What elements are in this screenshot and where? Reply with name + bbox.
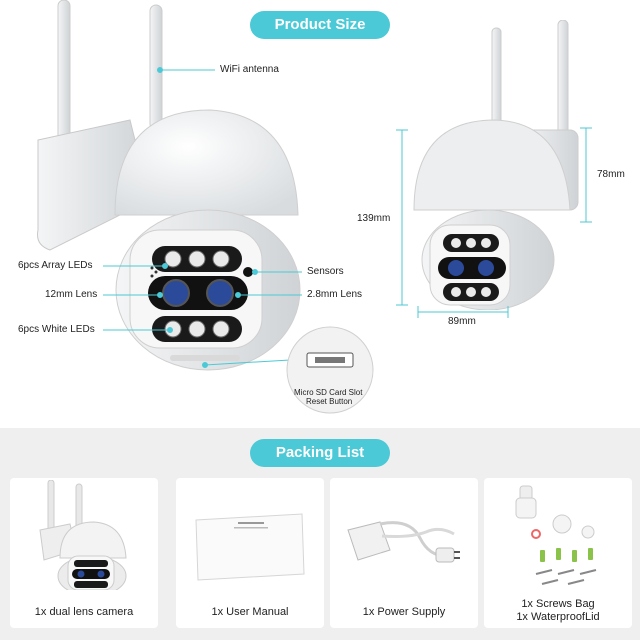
caption-camera: 1x dual lens camera (34, 606, 134, 618)
dimension-height: 139mm (357, 213, 391, 224)
label-reset-button: Reset Button (306, 397, 353, 406)
caption-manual: 1x User Manual (211, 606, 289, 618)
packing-item-camera: 1x dual lens camera (10, 478, 158, 628)
dimension-lines (396, 127, 592, 318)
label-sensors: Sensors (307, 266, 344, 277)
label-12mm-lens: 12mm Lens (45, 289, 98, 300)
product-size-title: Product Size (250, 11, 390, 39)
screws-lid-thumbnail (515, 485, 597, 585)
camera-thumbnail (39, 480, 127, 590)
sd-card-slot-inset (286, 326, 374, 414)
label-array-leds: 6pcs Array LEDs (18, 260, 93, 271)
power-supply-thumbnail (347, 521, 460, 563)
dimension-depth: 78mm (597, 169, 625, 180)
packing-item-power-supply: 1x Power Supply (330, 478, 478, 628)
packing-list-title: Packing List (250, 439, 390, 467)
manual-thumbnail (195, 513, 305, 581)
packing-item-manual: 1x User Manual (176, 478, 324, 628)
side-camera-illustration (413, 20, 579, 310)
caption-screws-bag: 1x Screws Bag (521, 598, 595, 610)
label-28mm-lens: 2.8mm Lens (307, 289, 363, 300)
label-sd-card: Micro SD Card Slot (294, 388, 363, 397)
label-wifi-antenna: WiFi antenna (220, 64, 279, 75)
dimension-width: 89mm (448, 316, 476, 327)
packing-item-screws-lid: 1x Screws Bag 1x WaterproofLid (484, 478, 632, 628)
caption-power-supply: 1x Power Supply (362, 606, 446, 618)
caption-waterproof-lid: 1x WaterproofLid (516, 611, 600, 623)
label-white-leds: 6pcs White LEDs (18, 324, 95, 335)
callout-lines (103, 67, 302, 368)
